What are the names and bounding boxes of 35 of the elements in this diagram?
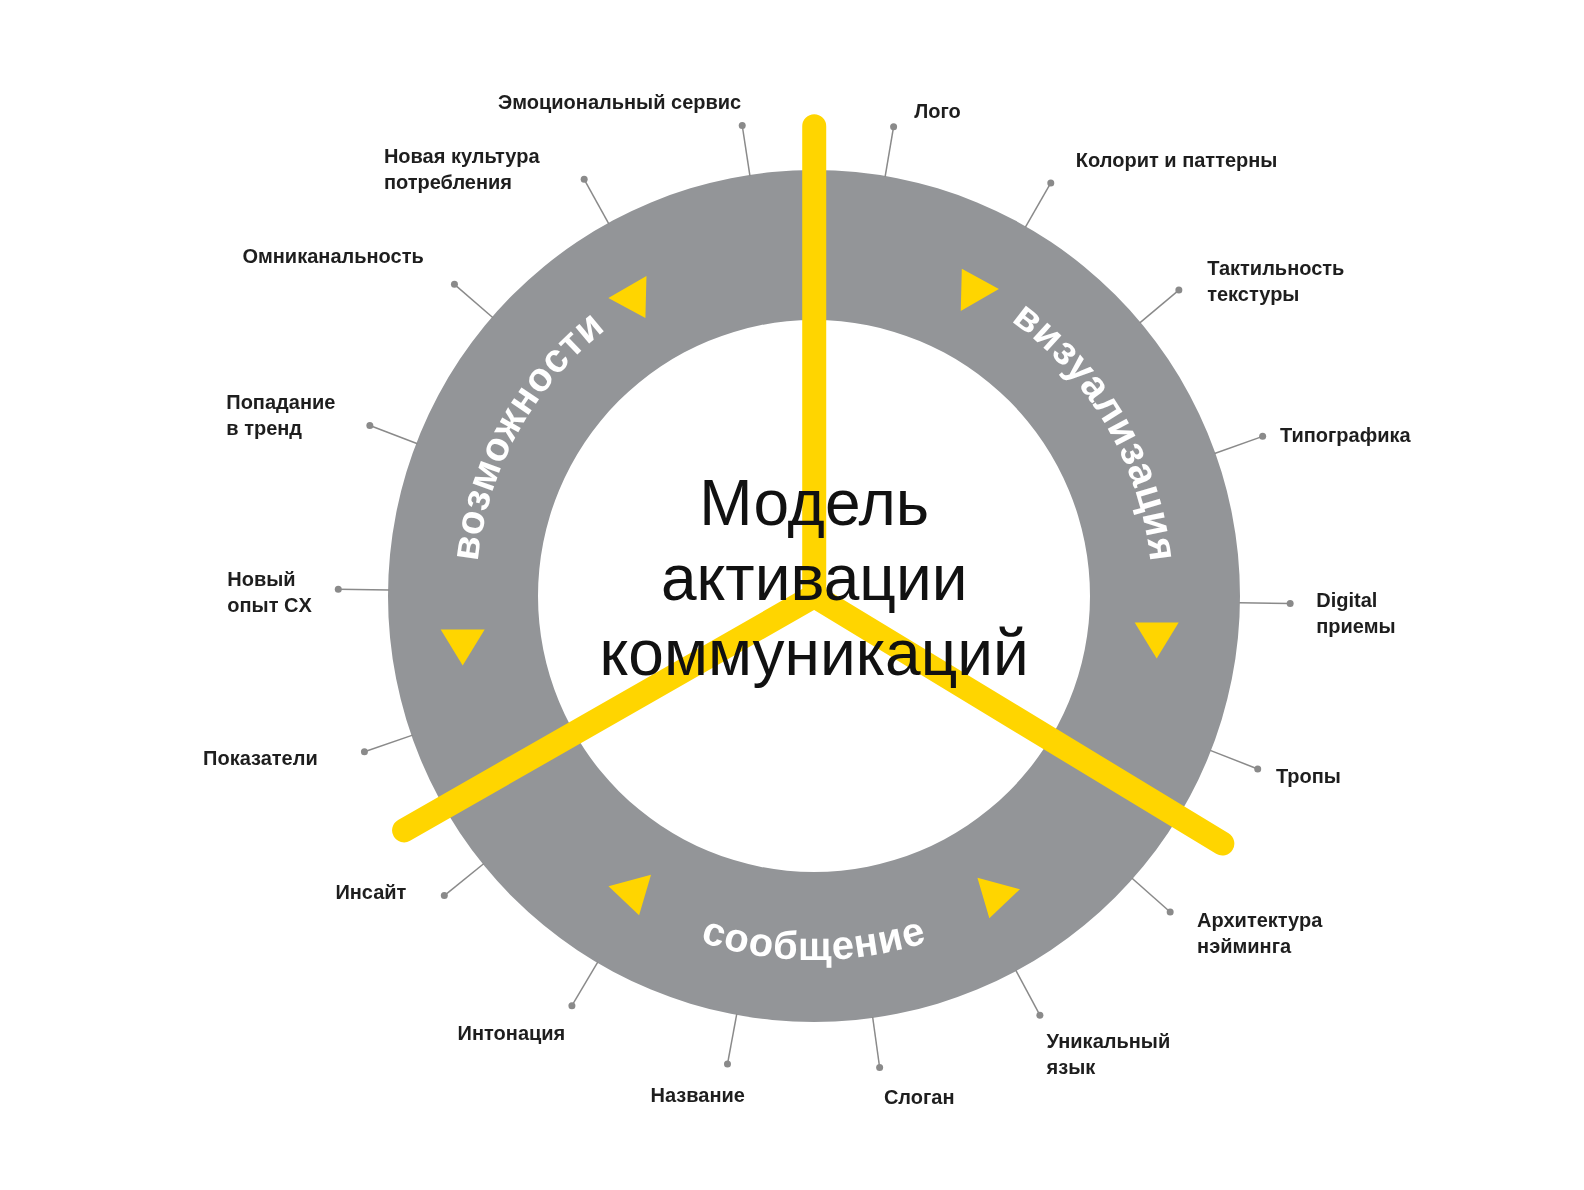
leader-line <box>1014 969 1044 1019</box>
leader-line <box>724 1013 738 1068</box>
feature-label: Новый опыт CX <box>227 565 328 618</box>
leader-line <box>366 421 419 445</box>
feature-label: Тропы <box>1275 762 1376 789</box>
leader-line <box>871 1016 884 1071</box>
feature-label: Лого <box>914 98 1015 124</box>
feature-label: Показатели <box>203 744 344 771</box>
leader-line <box>738 122 751 177</box>
leader-line <box>440 862 485 900</box>
leader-line <box>1131 877 1174 916</box>
leader-line <box>1024 179 1055 228</box>
leader-line <box>580 175 610 225</box>
feature-label: Эмоциональный сервис <box>498 88 798 115</box>
leader-line <box>884 123 898 178</box>
feature-label: Digital приемы <box>1316 586 1417 639</box>
leader-line <box>1209 749 1262 773</box>
segment-label: сообщение <box>697 907 931 969</box>
feature-label: Новая культура потребления <box>383 143 574 196</box>
feature-label: Слоган <box>883 1083 994 1110</box>
leader-line <box>334 585 390 593</box>
feature-label: Тактильность текстуры <box>1207 254 1378 307</box>
feature-label: Интонация <box>457 1020 598 1047</box>
feature-label: Типографика <box>1279 422 1440 449</box>
feature-label: Инсайт <box>335 878 426 905</box>
leader-line <box>568 961 599 1010</box>
feature-label: Уникальный язык <box>1046 1028 1197 1081</box>
leader-line <box>360 734 414 756</box>
feature-label: Омниканальность <box>242 243 463 270</box>
feature-label: Колорит и паттерны <box>1075 147 1336 174</box>
leader-line <box>1238 600 1294 607</box>
feature-label: Название <box>650 1081 771 1108</box>
feature-label: Архитектура нэйминга <box>1197 907 1358 960</box>
feature-label: Попадание в тренд <box>226 388 345 441</box>
leader-line <box>1213 432 1267 455</box>
